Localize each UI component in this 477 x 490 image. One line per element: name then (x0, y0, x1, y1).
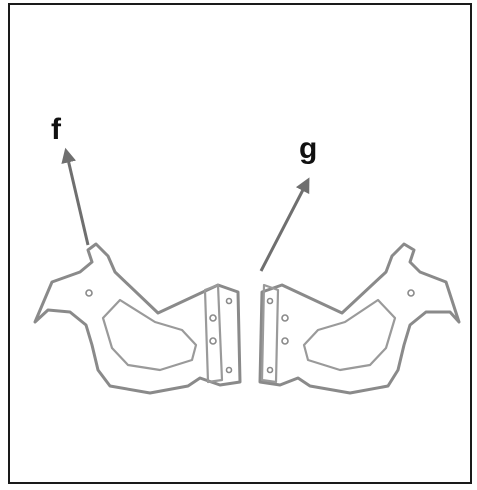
label-g: g (299, 132, 317, 165)
label-f: f (51, 113, 62, 146)
left-bracket (33, 242, 242, 395)
diagram-frame (8, 3, 472, 484)
arrow-g (259, 177, 310, 272)
right-bracket (258, 242, 461, 395)
arrow-f (61, 147, 90, 246)
